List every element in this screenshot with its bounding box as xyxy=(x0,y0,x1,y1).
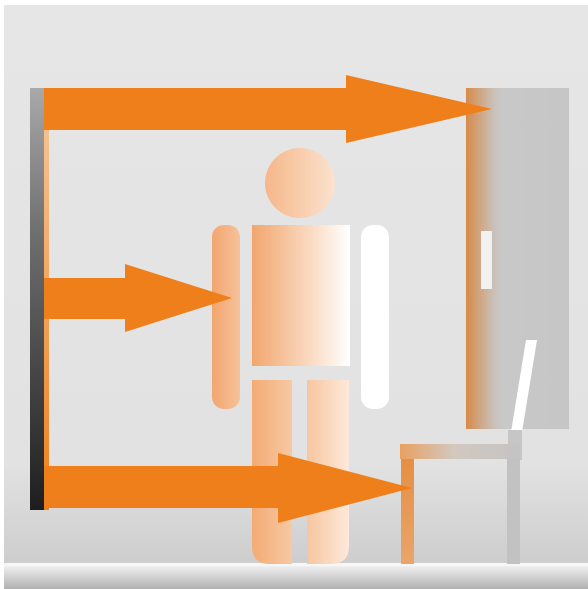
wardrobe-cabinet xyxy=(466,88,569,429)
person-left-arm xyxy=(212,225,240,409)
person-head xyxy=(265,148,335,218)
floor xyxy=(4,565,588,589)
chair-seat xyxy=(400,444,520,459)
chair-front-leg xyxy=(401,459,414,564)
floor-edge xyxy=(4,563,588,566)
person-torso xyxy=(252,225,350,366)
person-right-arm xyxy=(361,225,389,409)
cabinet-handle xyxy=(481,231,492,289)
chair-back-leg xyxy=(507,459,520,564)
